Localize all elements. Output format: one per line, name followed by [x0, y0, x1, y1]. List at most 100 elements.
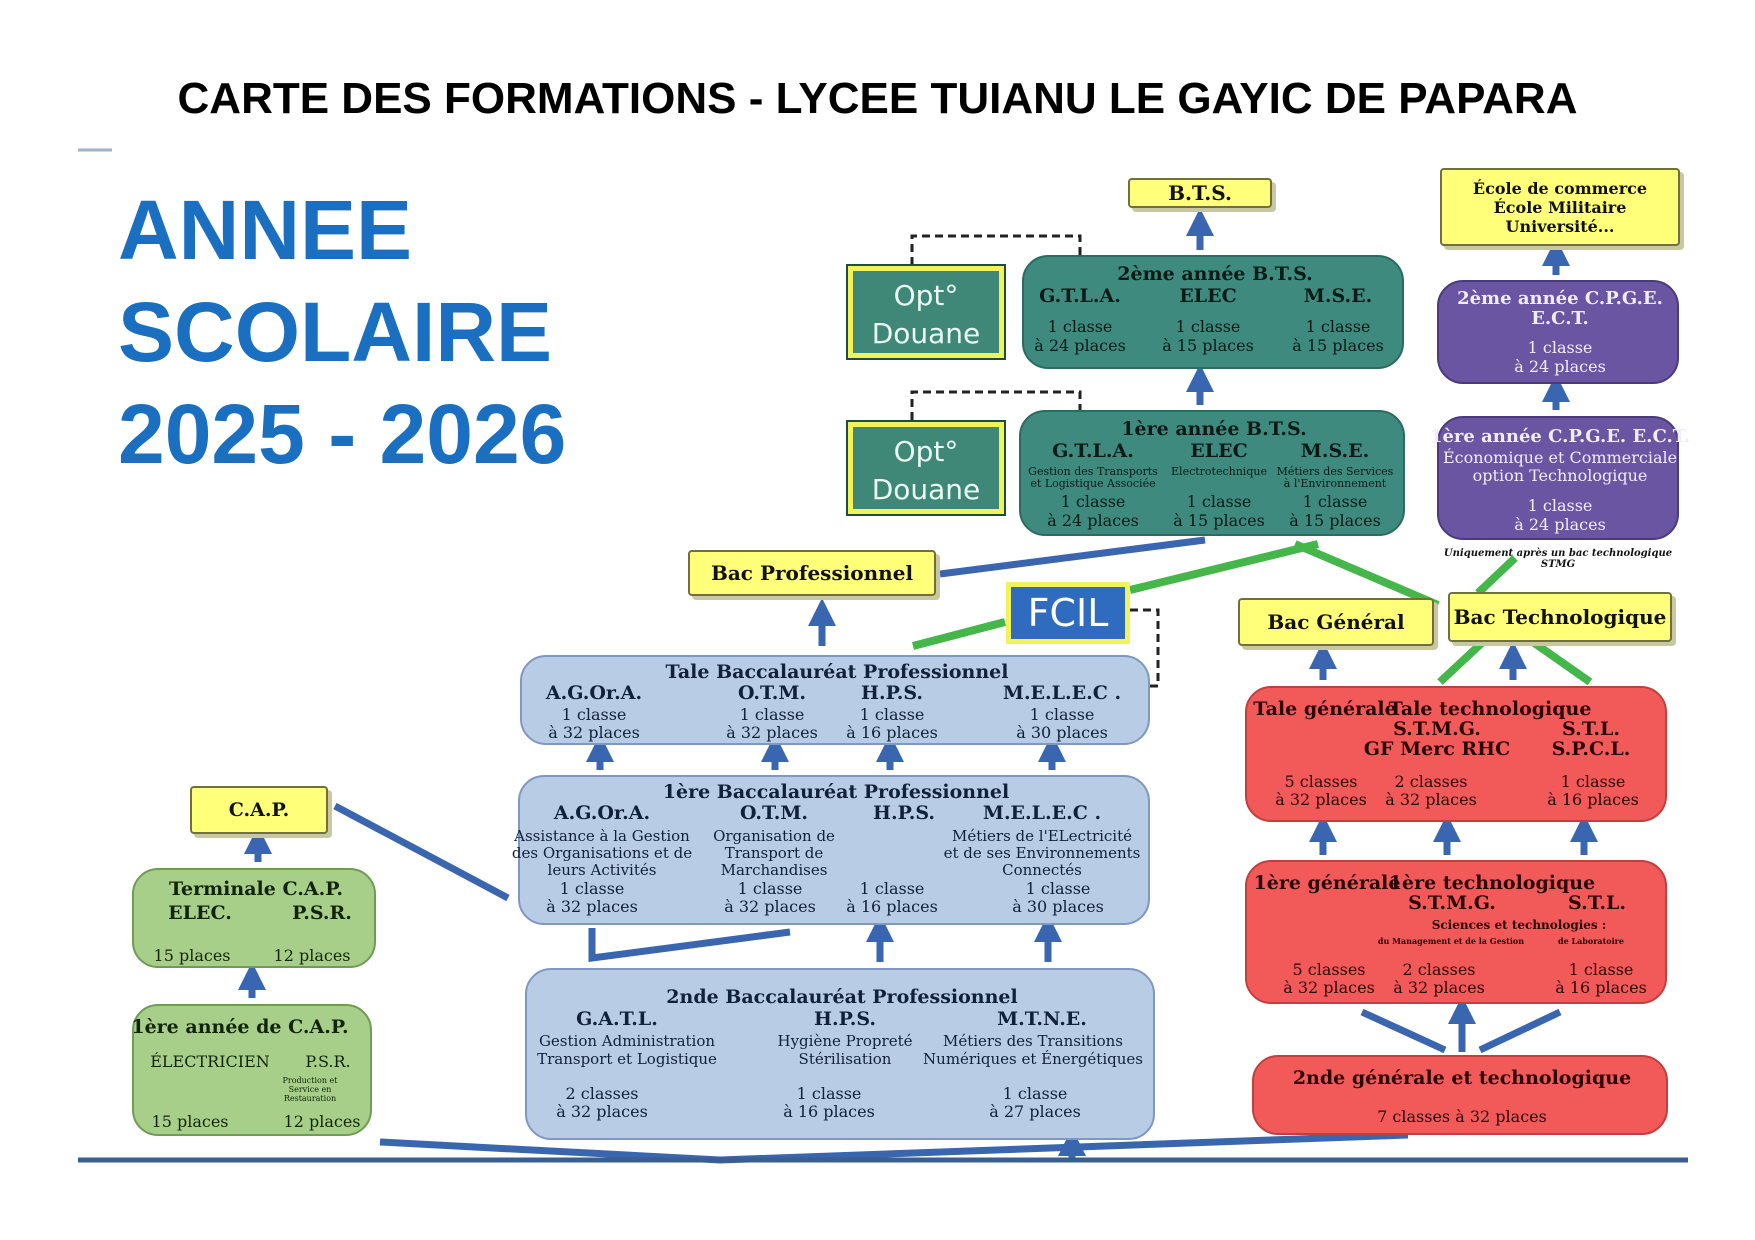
bp2-hps-classes: 1 classe: [796, 1084, 862, 1103]
scroll-ecole: École de commerce École Militaire Univer…: [1440, 168, 1680, 246]
bp2-gatl-classes: 2 classes: [565, 1084, 639, 1103]
scroll-bac-general: Bac Général: [1238, 598, 1434, 646]
tg-gf-merc-rhc: GF Merc RHC: [1363, 738, 1511, 760]
bts1-gtla: G.T.L.A.: [1052, 440, 1134, 462]
bts2-title: 2ème année B.T.S.: [1117, 263, 1313, 285]
premiere-gen-tech-box: 1ère générale 1ère technologique S.T.M.G…: [1245, 860, 1667, 1004]
line-2nde-to-1tech: [1478, 1008, 1562, 1054]
premiere-bac-pro-box: 1ère Baccalauréat Professionnel A.G.Or.A…: [512, 775, 1150, 925]
green-tbp-to-fcil: [911, 618, 1007, 650]
bp1-melec-places: à 30 places: [1012, 897, 1104, 916]
cpge1-title: 1ère année C.P.G.E. E.C.T.: [1429, 426, 1691, 447]
bp2-gatl: G.A.T.L.: [576, 1008, 658, 1030]
tbp-melec-places: à 30 places: [1016, 723, 1108, 742]
g1-gen-places: à 32 places: [1283, 978, 1375, 997]
bts1-gtla-desc-2: et Logistique Associée: [1030, 477, 1156, 490]
bts1-elec: ELEC: [1190, 440, 1248, 462]
bp2-gatl-desc-1: Gestion Administration: [538, 1032, 716, 1050]
tg-stmg-places: à 32 places: [1385, 790, 1477, 809]
g1-stl-places: à 16 places: [1555, 978, 1647, 997]
terminale-gen-tech-box: Tale générale Tale technologique S.T.M.G…: [1245, 686, 1667, 822]
scroll-bts: B.T.S.: [1128, 178, 1272, 208]
bp1-agora-desc-1: Assistance à la Gestion: [514, 827, 690, 845]
g2-title: 2nde générale et technologique: [1292, 1067, 1632, 1089]
tcap-psr-places: 12 places: [273, 946, 351, 965]
bp1-otm: O.T.M.: [739, 802, 809, 824]
line-bp2-to-bp1: [588, 928, 791, 962]
cpge1-line-2: Économique et Commerciale: [1442, 448, 1678, 467]
g1-stl: S.T.L.: [1568, 892, 1626, 914]
bp1-hps-places: à 16 places: [846, 897, 938, 916]
bp1-title: 1ère Baccalauréat Professionnel: [662, 781, 1010, 803]
bts1-mse: M.S.E.: [1300, 440, 1370, 462]
bp1-agora-desc-3: leurs Activités: [547, 861, 657, 879]
bts1-elec-classes: 1 classe: [1186, 492, 1252, 511]
tbp-otm-places: à 32 places: [726, 723, 818, 742]
bts1-mse-classes: 1 classe: [1302, 492, 1368, 511]
fcil-box: FCIL: [1006, 582, 1130, 644]
opt-label: Opt°: [893, 279, 959, 312]
bts2-gtla-classes: 1 classe: [1047, 317, 1113, 336]
tbp-hps: H.P.S.: [861, 682, 923, 704]
tcap-title: Terminale C.A.P.: [169, 878, 343, 900]
bp2-mtne: M.T.N.E.: [997, 1008, 1087, 1030]
line-bacpro-to-bts: [939, 536, 1206, 578]
tbp-agora-places: à 32 places: [548, 723, 640, 742]
bts1-gtla-classes: 1 classe: [1060, 492, 1126, 511]
bp2-hps-desc-1: Hygiène Propreté: [777, 1032, 913, 1050]
line-cap-to-bp1: [333, 802, 510, 902]
bp2-hps: H.P.S.: [814, 1008, 876, 1030]
g1-stmg: S.T.M.G.: [1408, 892, 1496, 914]
g1-stl-classes: 1 classe: [1568, 960, 1634, 979]
tg-gen-classes: 5 classes: [1284, 772, 1358, 791]
bp1-otm-desc-2: Transport de: [724, 844, 824, 862]
tbp-hps-classes: 1 classe: [859, 705, 925, 724]
bts1-mse-desc-1: Métiers des Services: [1276, 465, 1394, 478]
bp1-agora: A.G.Or.A.: [553, 802, 651, 824]
cap1-title: 1ère année de C.A.P.: [131, 1016, 349, 1038]
bp1-agora-places: à 32 places: [546, 897, 638, 916]
cpge1-places: à 24 places: [1514, 515, 1606, 534]
tg-stmg: S.T.M.G.: [1393, 718, 1481, 740]
g1-generale: 1ère générale: [1253, 872, 1401, 894]
green-tstl: [1527, 636, 1593, 686]
bts1-mse-places: à 15 places: [1289, 511, 1381, 530]
cap1-elec-places: 15 places: [151, 1112, 229, 1131]
douane-label: Douane: [871, 317, 981, 350]
tcap-elec-places: 15 places: [153, 946, 231, 965]
tg-spcl: S.P.C.L.: [1551, 738, 1631, 760]
cpge-year-2-box: 2ème année C.P.G.E. E.C.T. 1 classe à 24…: [1437, 280, 1679, 384]
page-title: CARTE DES FORMATIONS - LYCEE TUIANU LE G…: [177, 74, 1578, 123]
terminale-cap-box: Terminale C.A.P. ELEC. P.S.R. 15 places …: [132, 868, 376, 968]
seconde-gen-tech-box: 2nde générale et technologique 7 classes…: [1252, 1055, 1668, 1135]
cap1-psr-desc: Production et Service en Restauration: [282, 1076, 338, 1103]
bp1-otm-desc-3: Marchandises: [720, 861, 828, 879]
tg-gen-places: à 32 places: [1275, 790, 1367, 809]
cpge2-classes: 1 classe: [1527, 338, 1593, 357]
bp2-title: 2nde Baccalauréat Professionnel: [666, 986, 1018, 1008]
bp2-mtne-places: à 27 places: [989, 1102, 1081, 1121]
tbp-melec: M.E.L.E.C .: [1002, 682, 1122, 704]
tbp-otm: O.T.M.: [737, 682, 807, 704]
bts1-elec-desc: Electrotechnique: [1171, 465, 1267, 478]
bp1-melec-classes: 1 classe: [1025, 879, 1091, 898]
g1-sciences: Sciences et technologies :: [1431, 918, 1607, 932]
bp2-gatl-desc-2: Transport et Logistique: [537, 1050, 717, 1068]
bp2-mtne-desc-1: Métiers des Transitions: [942, 1032, 1124, 1050]
bts2-mse-classes: 1 classe: [1305, 317, 1371, 336]
scroll-bac-pro: Bac Professionnel: [688, 550, 936, 596]
tbp-title: Tale Baccalauréat Professionnel: [665, 661, 1009, 683]
tg-stmg-classes: 2 classes: [1394, 772, 1468, 791]
year-line-1: ANNEE: [118, 183, 413, 277]
cap1-psr: P.S.R.: [305, 1052, 351, 1071]
bp1-agora-classes: 1 classe: [559, 879, 625, 898]
cpge1-classes: 1 classe: [1527, 496, 1593, 515]
tcap-psr: P.S.R.: [292, 902, 352, 924]
tg-generale: Tale générale: [1253, 698, 1397, 720]
tbp-agora: A.G.Or.A.: [545, 682, 643, 704]
bp1-melec-desc-1: Métiers de l'ELectricité: [951, 827, 1133, 845]
bp2-gatl-places: à 32 places: [556, 1102, 648, 1121]
bts-year-1-box: 1ère année B.T.S. G.T.L.A. ELEC M.S.E. G…: [1019, 410, 1405, 536]
year-line-3: 2025 - 2026: [118, 387, 567, 481]
cpge-note: Uniquement après un bac technologique ST…: [1443, 548, 1673, 570]
